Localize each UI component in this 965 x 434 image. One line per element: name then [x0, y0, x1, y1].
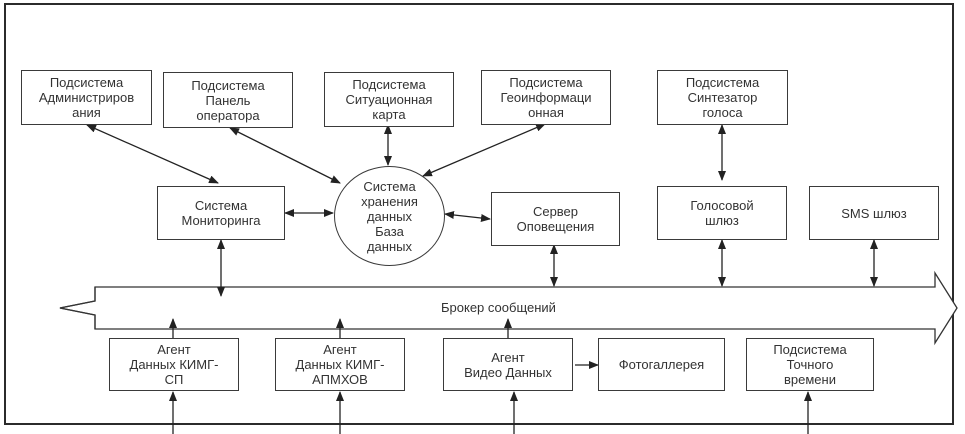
node-label: Фотогаллерея	[618, 357, 705, 372]
node-monitoring-system: Система Мониторинга	[157, 186, 285, 240]
node-sms-gateway: SMS шлюз	[809, 186, 939, 240]
node-label: Подсистема Синтезатор голоса	[685, 75, 760, 120]
node-geoinfo-subsystem: Подсистема Геоинформаци онная	[481, 70, 611, 125]
node-label: Сервер Оповещения	[516, 204, 595, 234]
node-agent-kimg-apmhov: Агент Данных КИМГ- АПМХОВ	[275, 338, 405, 391]
node-situation-map-subsystem: Подсистема Ситуационная карта	[324, 72, 454, 127]
node-label: Подсистема Ситуационная карта	[345, 77, 433, 122]
message-broker-label: Брокер сообщений	[441, 300, 556, 315]
node-precise-time-subsystem: Подсистема Точного времени	[746, 338, 874, 391]
broker-left-head	[59, 287, 96, 329]
node-label: Система хранения данных База данных	[361, 178, 418, 254]
node-label: Система Мониторинга	[181, 198, 261, 228]
node-label: SMS шлюз	[841, 205, 907, 221]
node-photo-gallery: Фотогаллерея	[598, 338, 725, 391]
node-label: Голосовой шлюз	[690, 198, 754, 228]
edge-db-notify	[444, 211, 491, 222]
node-label: Агент Данных КИМГ- АПМХОВ	[295, 342, 385, 387]
node-voice-gateway: Голосовой шлюз	[657, 186, 787, 240]
node-admin-subsystem: Подсистема Администриров ания	[21, 70, 152, 125]
edge-panel-db	[229, 127, 341, 184]
node-notification-server: Сервер Оповещения	[491, 192, 620, 246]
node-agent-kimg-sp: Агент Данных КИМГ- СП	[109, 338, 239, 391]
node-label: Подсистема Панель оператора	[191, 77, 265, 123]
node-label: Подсистема Точного времени	[773, 342, 847, 387]
node-label: Подсистема Администриров ания	[38, 75, 135, 120]
diagram-frame	[4, 3, 954, 425]
node-operator-panel-subsystem: Подсистема Панель оператора	[163, 72, 293, 128]
node-label: Агент Данных КИМГ- СП	[129, 342, 219, 387]
node-storage-database: Система хранения данных База данных	[334, 166, 445, 266]
node-label: Агент Видео Данных	[464, 349, 552, 380]
node-voice-synth-subsystem: Подсистема Синтезатор голоса	[657, 70, 788, 125]
node-label: Подсистема Геоинформаци онная	[500, 75, 592, 120]
node-agent-video: Агент Видео Данных	[443, 338, 573, 391]
edge-admin-monitoring	[86, 124, 219, 184]
edge-geo-db	[422, 123, 546, 177]
